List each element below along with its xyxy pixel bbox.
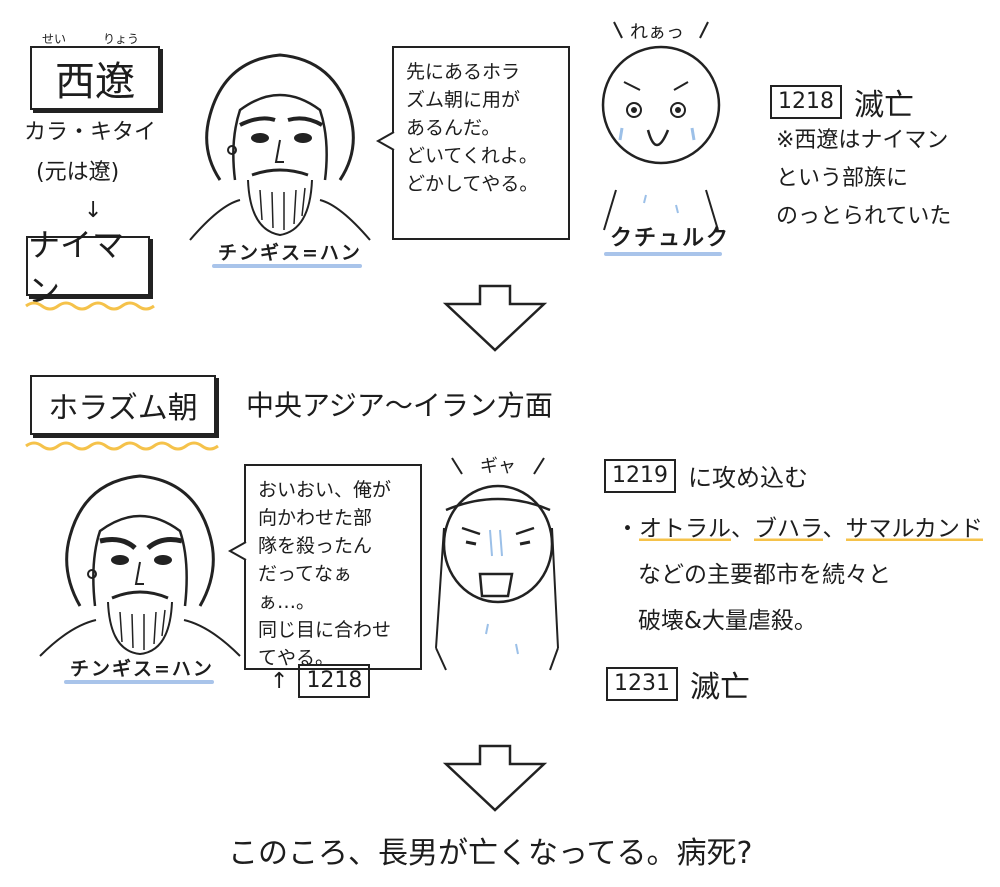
seiryo-note-line-3: のっとられていた — [776, 204, 952, 229]
cities-row: ・オトラル、ブハラ、サマルカンド — [616, 512, 983, 546]
kara-kitai-line-2: (元は遼) — [36, 160, 120, 185]
city-otrar: オトラル — [639, 516, 731, 542]
fall-1231-row: 1231 滅亡 — [606, 662, 750, 706]
ref-1218-row: ↑ 1218 — [270, 664, 371, 698]
genghis-speech-bottom: おいおい、俺が 向かわせた部 隊を殺ったん だってなぁぁ…。 同じ目に合わせ て… — [244, 464, 422, 670]
city-sep-1: 、 — [731, 516, 754, 542]
invade-1219-row: 1219 に攻め込む — [604, 458, 808, 493]
flow-arrow-2 — [442, 744, 548, 812]
seiryo-title: 西遼 — [55, 59, 135, 105]
seiryo-ruby-left: せい — [42, 32, 67, 46]
bottom-note: このころ、長男が亡くなってる。病死? — [228, 836, 753, 871]
genghis-label-bottom-underline — [64, 680, 214, 684]
khwarazm-region: 中央アジア〜イラン方面 — [246, 389, 553, 422]
invade-text: に攻め込む — [688, 464, 808, 492]
flow-arrow-1 — [442, 284, 548, 352]
fall-year-1218: 1218 — [770, 85, 842, 119]
kuchuluk-label: クチュルク — [610, 226, 731, 251]
shah-figure — [435, 457, 559, 671]
seiryo-title-box: 西遼 — [30, 46, 160, 110]
cities-bullet: ・ — [616, 516, 639, 542]
genghis-label-top-underline — [212, 264, 362, 268]
khwarazm-title: ホラズム朝 — [48, 391, 198, 426]
kuchuluk-label-underline — [604, 252, 722, 256]
kuchuluk-figure — [601, 21, 721, 231]
genghis-label-top: チンギス=ハン — [218, 242, 362, 264]
city-bukhara: ブハラ — [754, 516, 823, 542]
fall-text-1231: 滅亡 — [690, 670, 750, 705]
seiryo-note-line-2: という部族に — [776, 166, 909, 191]
fall-1218-row: 1218 滅亡 — [770, 80, 914, 124]
speech-tail-top — [375, 131, 395, 151]
genghis-portrait-bottom — [39, 474, 241, 657]
city-samarkand: サマルカンド — [845, 516, 983, 542]
seiryo-ruby-right: りょう — [103, 32, 140, 46]
ref-year-1218: 1218 — [298, 664, 371, 698]
down-arrow: ↓ — [84, 198, 103, 223]
seiryo-note-line-1: ※西遼はナイマン — [776, 128, 949, 153]
khwarazm-title-box: ホラズム朝 — [30, 375, 216, 435]
naiman-box: ナイマン — [26, 226, 150, 310]
ref-up-arrow: ↑ — [270, 668, 289, 694]
city-sep-2: 、 — [822, 516, 846, 542]
naiman-label: ナイマン — [28, 226, 125, 310]
shah-exclaim: ギャ — [480, 456, 516, 477]
genghis-portrait-top — [189, 53, 371, 241]
kuchuluk-exclaim: れぁっ — [630, 22, 684, 43]
genghis-speech-top: 先にあるホラ ズム朝に用が あるんだ。 どいてくれよ。 どかしてやる。 — [392, 46, 570, 240]
invade-year-1219: 1219 — [604, 458, 676, 493]
speech-tail-bottom — [227, 541, 247, 561]
genghis-label-bottom: チンギス=ハン — [70, 658, 214, 680]
destroy-line-1: などの主要都市を続々と — [638, 562, 891, 588]
destroy-line-2: 破壊&大量虐殺。 — [638, 608, 817, 634]
naiman-highlight — [25, 301, 155, 311]
fall-year-1231: 1231 — [606, 667, 678, 701]
khwarazm-highlight — [25, 441, 219, 451]
fall-text-1218: 滅亡 — [854, 88, 914, 123]
kara-kitai-line-1: カラ・キタイ — [24, 120, 157, 145]
